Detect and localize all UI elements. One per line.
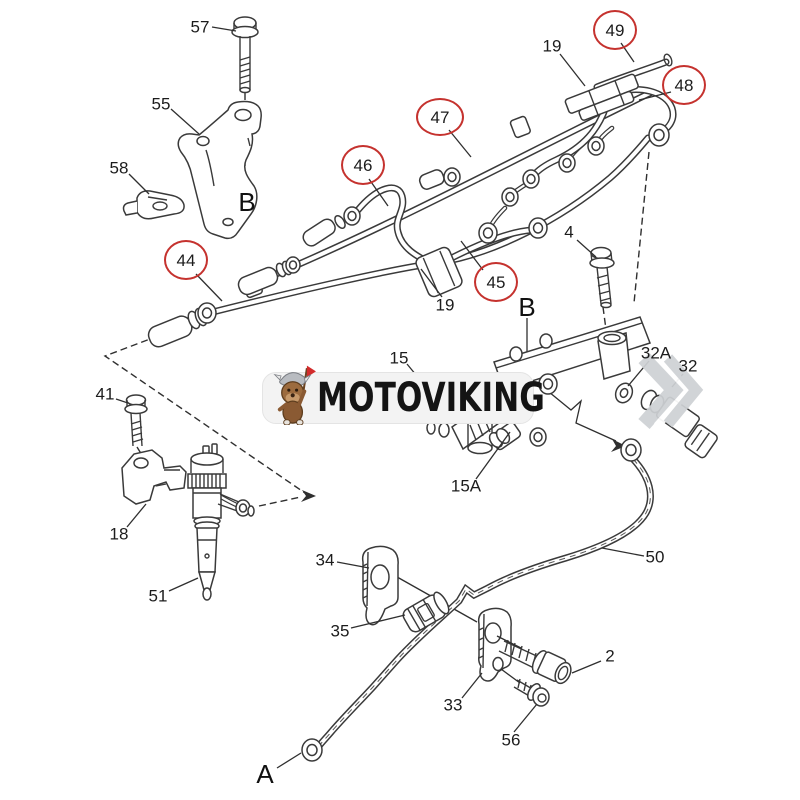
watermark-brand-text: MOTOVIKING (317, 375, 545, 421)
bracket-55-drawing (177, 100, 262, 240)
part-callout-19-mid: 19 (435, 295, 455, 315)
part-callout-51: 51 (148, 586, 168, 606)
part-callout-56: 56 (501, 730, 521, 750)
bolt-56-drawing (513, 678, 550, 707)
bracket-34-drawing (361, 545, 399, 626)
part-callout-48-highlighted: 48 (662, 65, 706, 105)
part-callout-55: 55 (151, 94, 171, 114)
part-callout-18: 18 (109, 524, 129, 544)
seal-32a-drawing (614, 382, 634, 404)
part-callout-49-highlighted: 49 (593, 10, 637, 50)
part-callout-45-highlighted: 45 (474, 262, 518, 302)
part-callout-15a: 15A (450, 476, 482, 496)
view-letter-b-top: B (238, 187, 256, 217)
clamp-35-drawing (402, 591, 450, 633)
part-callout-19-top: 19 (542, 36, 562, 56)
part-callout-44-highlighted: 44 (164, 240, 208, 280)
clamp-18-drawing (121, 449, 187, 505)
watermark-banner: MOTOVIKING (262, 365, 545, 425)
bolt-2-drawing (498, 639, 572, 685)
bolt-41-drawing (124, 394, 148, 447)
fuel-injector-51-drawing (187, 443, 255, 601)
part-callout-50: 50 (645, 547, 665, 567)
line-fittings-and-nuts (147, 123, 670, 762)
fuel-rail-drawing (426, 316, 651, 455)
chevron-watermark (638, 352, 704, 429)
part-callout-34: 34 (315, 550, 335, 570)
part-callout-41: 41 (95, 384, 115, 404)
part-callout-57: 57 (190, 17, 210, 37)
part-callout-46-highlighted: 46 (341, 145, 385, 185)
bracket-33-drawing (477, 607, 512, 682)
bolt-4-drawing (589, 246, 615, 309)
line-clamps (241, 73, 639, 299)
part-callout-15: 15 (389, 348, 409, 368)
part-callout-32a: 32A (640, 343, 672, 363)
view-letter-b-rail: B (518, 292, 536, 322)
part-callout-2: 2 (605, 646, 615, 666)
part-callout-4: 4 (564, 222, 574, 242)
part-callout-33: 33 (443, 695, 463, 715)
part-callout-35: 35 (330, 621, 350, 641)
part-callout-58: 58 (109, 158, 129, 178)
part-callout-32: 32 (678, 356, 698, 376)
bolt-57-drawing (231, 16, 259, 94)
clamp-58-drawing (122, 190, 185, 220)
part-callout-47-highlighted: 47 (416, 98, 464, 136)
viking-dog-logo-icon (273, 365, 316, 425)
view-letter-a-bottom: A (256, 759, 274, 789)
